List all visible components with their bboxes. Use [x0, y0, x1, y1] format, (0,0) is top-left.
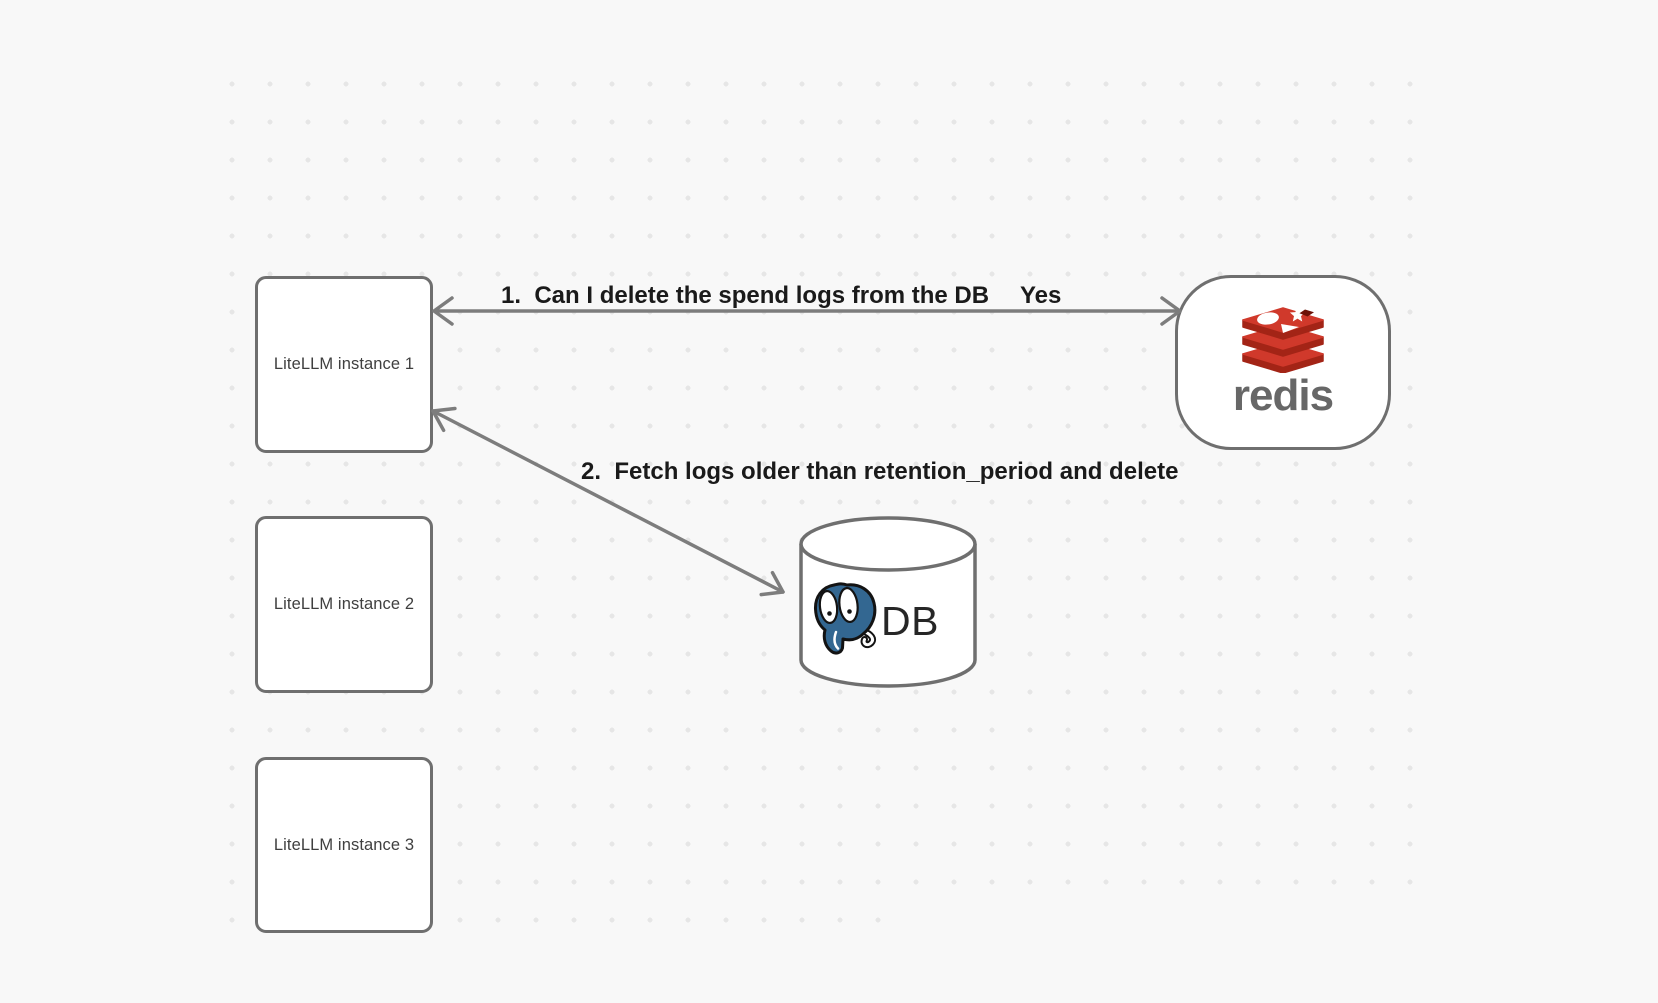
node-label: LiteLLM instance 1	[273, 355, 415, 373]
node-litellm-instance-2: LiteLLM instance 2	[255, 516, 433, 693]
node-litellm-instance-1: LiteLLM instance 1	[255, 276, 433, 453]
redis-wordmark: redis	[1232, 371, 1334, 420]
edge1-question-label: 1. Can I delete the spend logs from the …	[501, 282, 990, 309]
node-db-cylinder	[799, 516, 977, 688]
db-node-label: DB	[881, 598, 939, 644]
redis-stack-logo-icon	[1242, 307, 1324, 373]
edge1-answer-label: Yes	[1020, 282, 1062, 309]
node-litellm-instance-3: LiteLLM instance 3	[255, 757, 433, 933]
node-label: LiteLLM instance 3	[273, 835, 415, 854]
postgresql-logo-icon	[813, 582, 877, 655]
node-label: LiteLLM instance 2	[273, 595, 415, 613]
edge2-label: 2. Fetch logs older than retention_perio…	[581, 458, 1179, 485]
node-redis: redis	[1175, 275, 1391, 450]
